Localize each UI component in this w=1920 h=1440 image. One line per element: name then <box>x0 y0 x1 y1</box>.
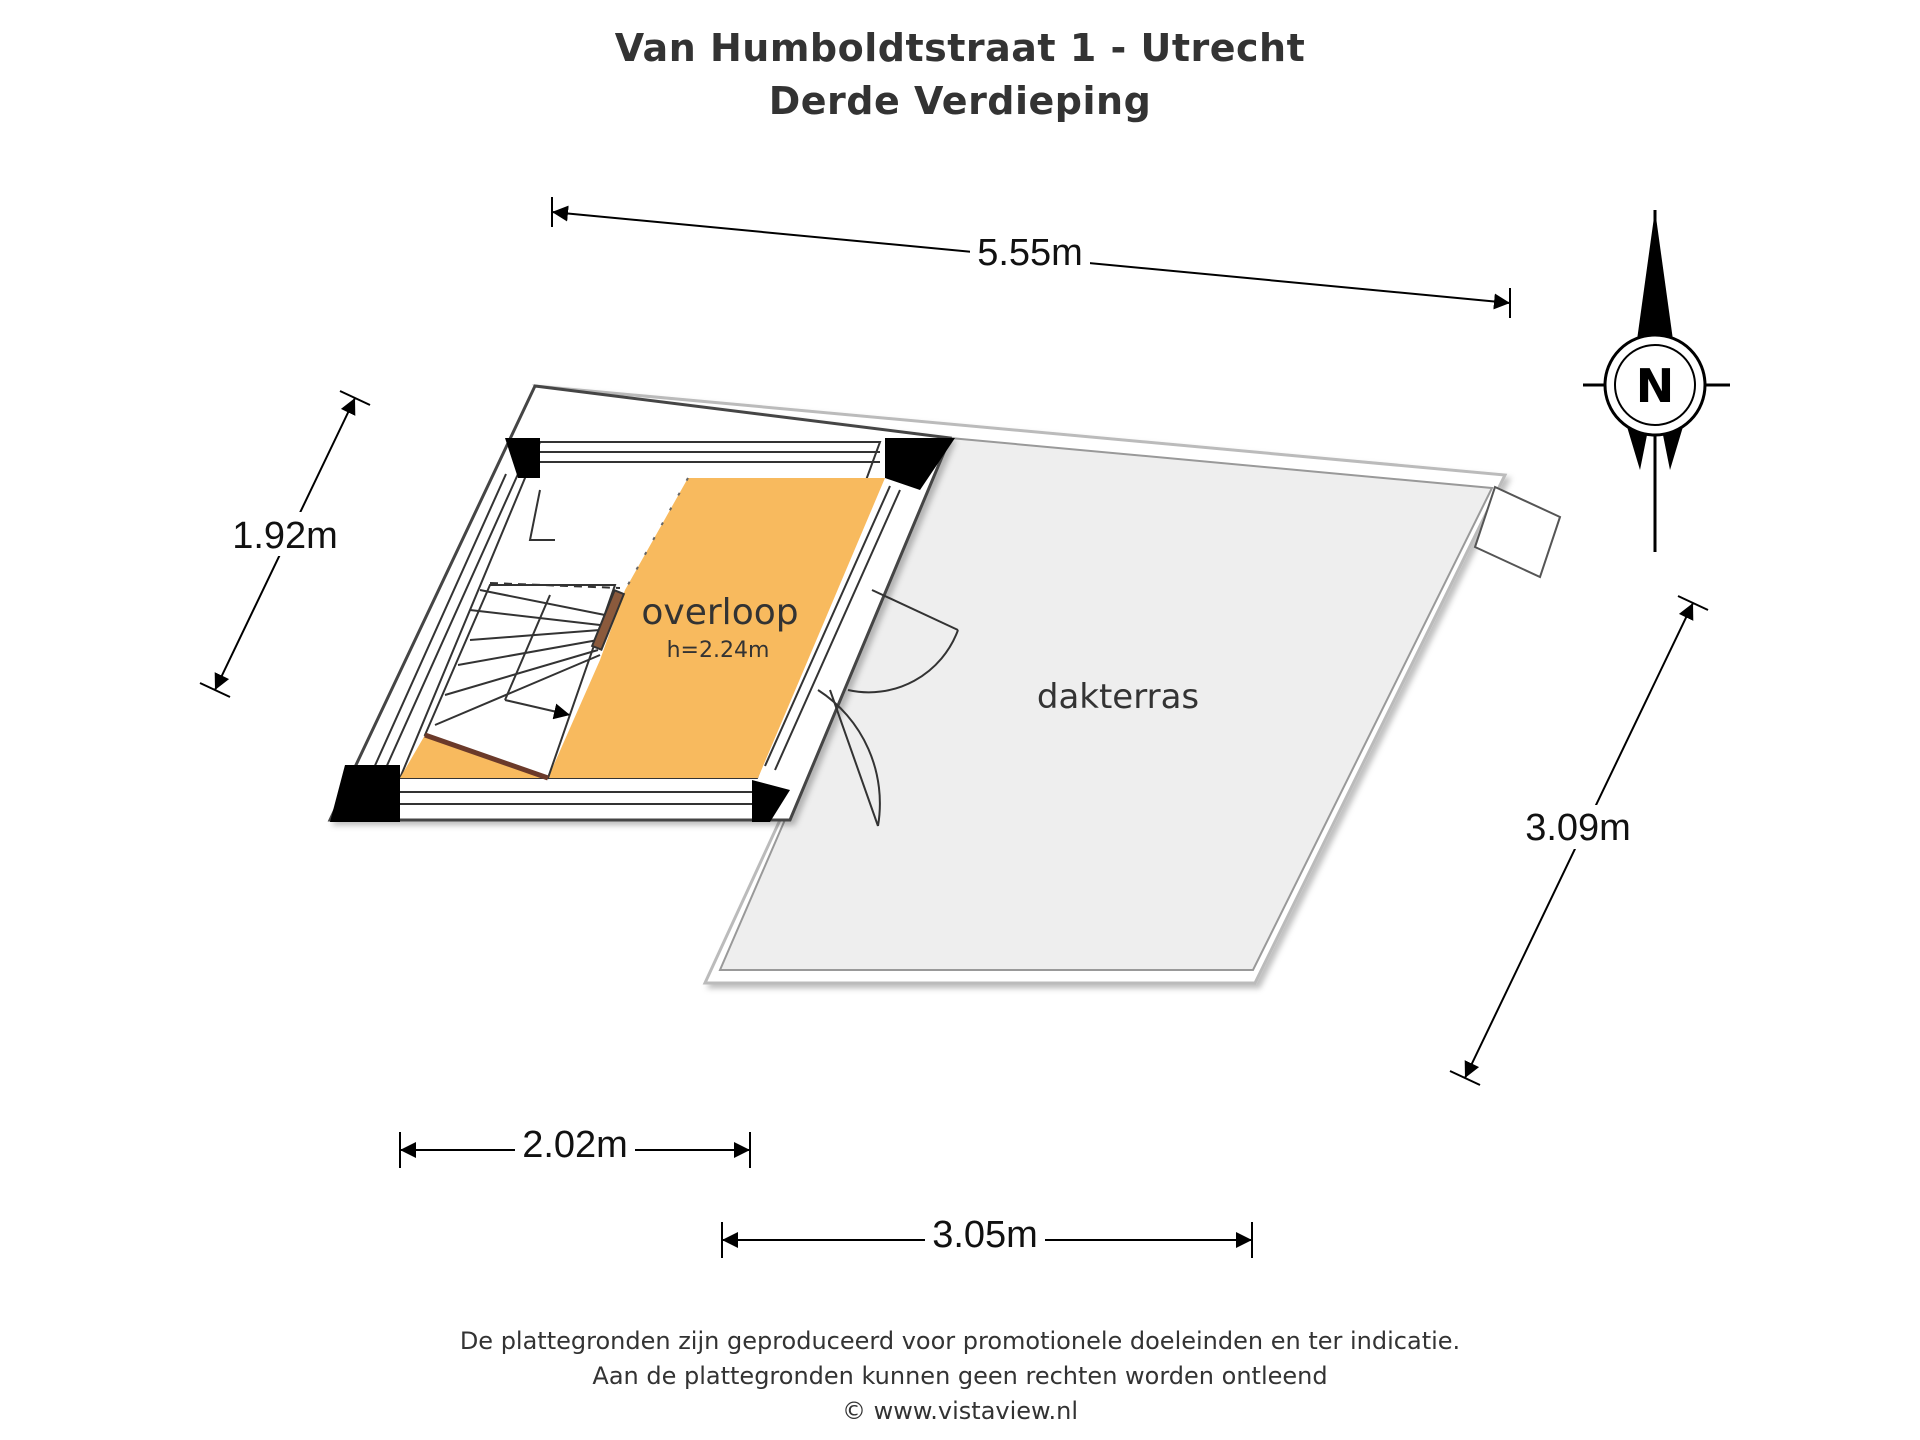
dimension-label-top: 5.55m <box>977 232 1083 274</box>
dimension-label-bottom-right: 3.05m <box>932 1214 1038 1256</box>
dimension-label-bottom-left: 2.02m <box>522 1124 628 1166</box>
copyright-line: © www.vistaview.nl <box>841 1397 1078 1425</box>
room-label-overloop: overloop <box>641 592 798 633</box>
plan-title: Van Humboldtstraat 1 - Utrecht <box>614 26 1306 70</box>
terrace-edge-detail <box>1473 485 1562 579</box>
dimension-label-right: 3.09m <box>1525 807 1631 849</box>
wall-columns <box>330 438 955 822</box>
dimension-bottom-right: 3.05m <box>721 1212 1253 1258</box>
disclaimer-line-1: De plattegronden zijn geproduceerd voor … <box>459 1327 1461 1355</box>
compass-icon: N <box>1583 210 1730 552</box>
overloop-floor <box>548 478 885 778</box>
dimension-label-left: 1.92m <box>232 515 338 557</box>
room-label-dakterras: dakterras <box>1037 677 1199 717</box>
room-height-overloop: h=2.24m <box>667 638 770 663</box>
dimension-top: 5.55m <box>551 197 1511 318</box>
disclaimer-line-2: Aan de plattegronden kunnen geen rechten… <box>592 1362 1328 1390</box>
terrace-doors <box>817 589 959 827</box>
floor-name: Derde Verdieping <box>768 79 1152 123</box>
compass-label: N <box>1636 359 1675 413</box>
dimension-left: 1.92m <box>199 390 371 698</box>
inner-wall-stub <box>528 489 555 541</box>
staircase <box>423 582 626 781</box>
dimension-right: 3.09m <box>1449 595 1709 1086</box>
dimension-bottom-left: 2.02m <box>399 1122 751 1168</box>
